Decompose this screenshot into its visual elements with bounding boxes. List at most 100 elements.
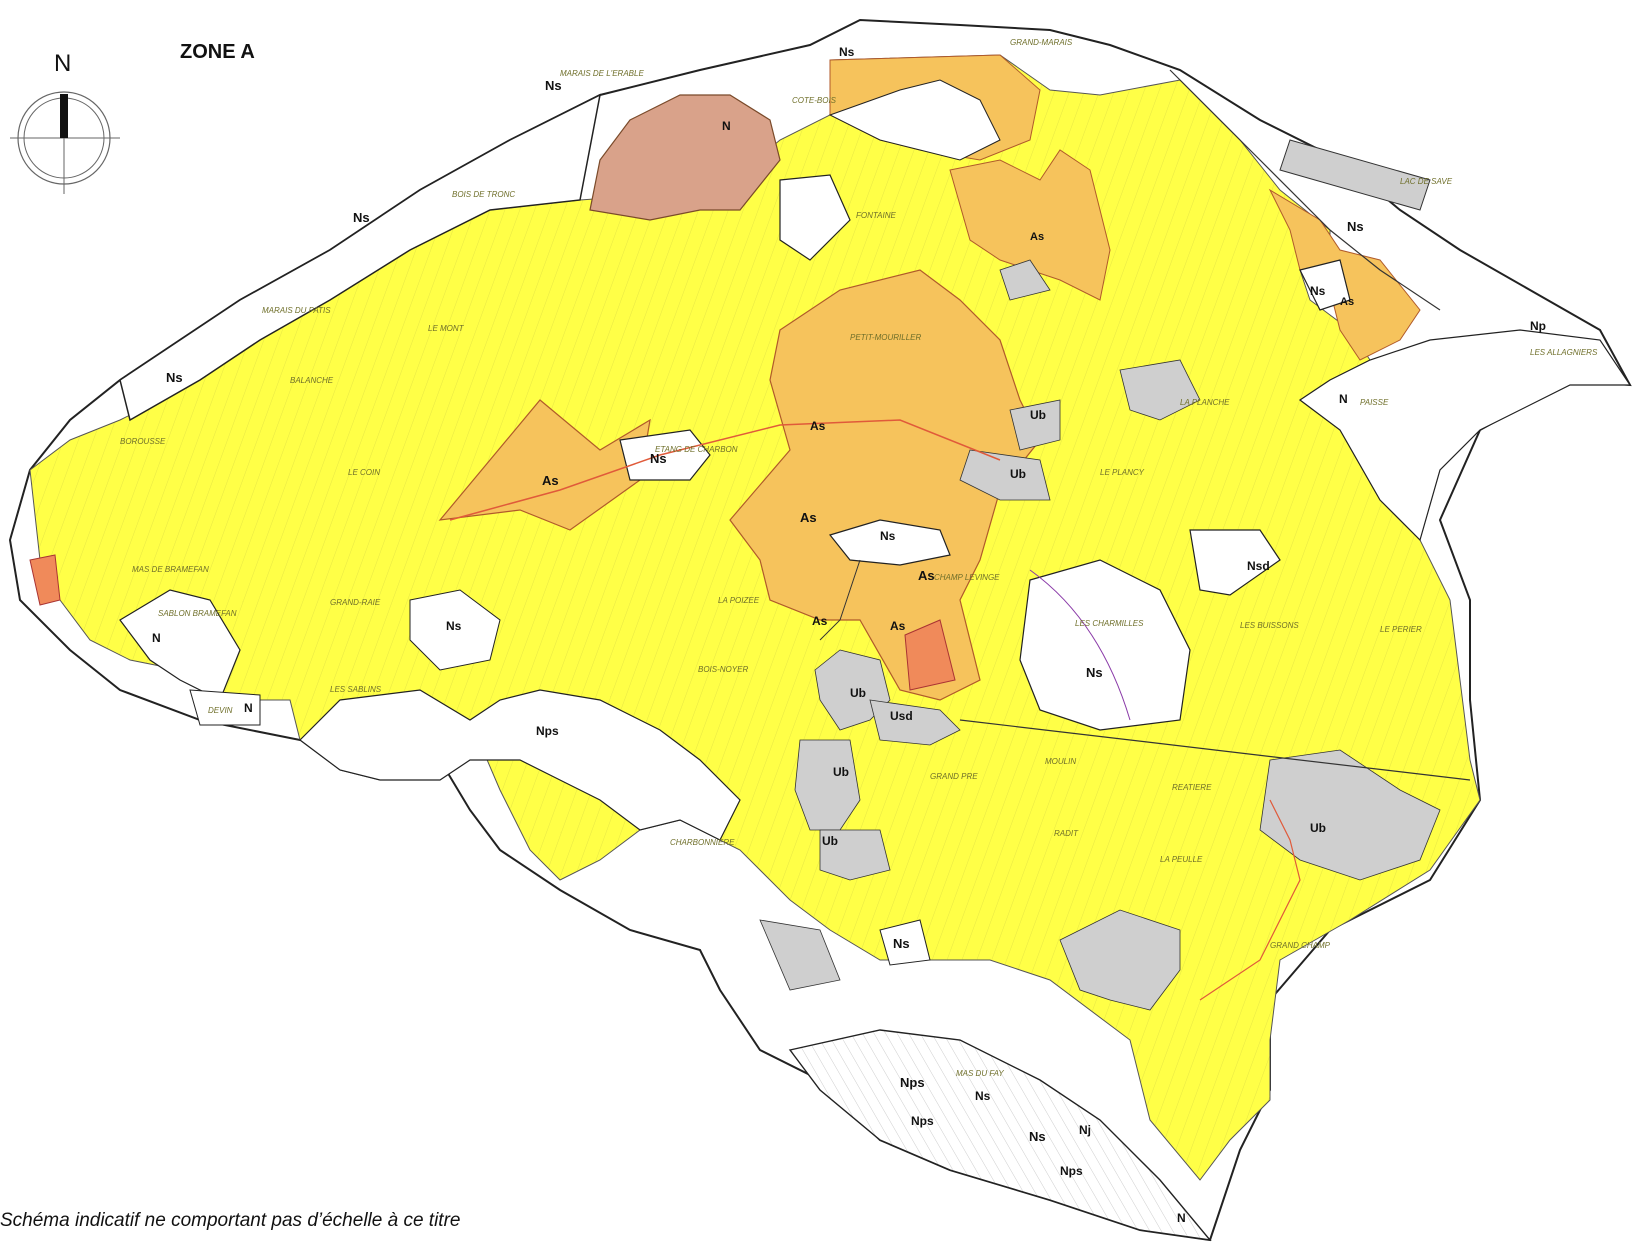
place-label-la-poizee: LA POIZEE bbox=[718, 596, 760, 605]
place-label-petit-mouriller: PETIT-MOURILLER bbox=[850, 333, 921, 342]
place-label-la-peulle: LA PEULLE bbox=[1160, 855, 1203, 864]
place-label-grand-marais: GRAND-MARAIS bbox=[1010, 38, 1073, 47]
zone-label-nps-3: Nps bbox=[911, 1114, 934, 1128]
lac-de-save bbox=[1279, 139, 1431, 211]
zone-red-center bbox=[904, 619, 956, 691]
south-parcel-lines bbox=[790, 1030, 1210, 1240]
place-label-champ-levinge: CHAMP LEVINGE bbox=[934, 573, 1000, 582]
place-label-reatiere: REATIERE bbox=[1172, 783, 1212, 792]
red-line-east bbox=[1199, 799, 1301, 1001]
place-label-n-paisse-place: PAISSE bbox=[1360, 398, 1389, 407]
zone-label-ns-charbon: Ns bbox=[650, 451, 667, 466]
zone-label-ns-lac: Ns bbox=[1347, 219, 1364, 234]
place-label-la-planche: LA PLANCHE bbox=[1180, 398, 1230, 407]
zone-As-central bbox=[729, 269, 1041, 701]
purple-line bbox=[1029, 569, 1131, 721]
zone-N-central-west bbox=[409, 589, 501, 671]
zone-As-north2 bbox=[949, 149, 1111, 301]
zone-Ns-fontaine bbox=[779, 174, 851, 261]
zone-brown bbox=[589, 94, 781, 221]
place-label-les-charmilles: LES CHARMILLES bbox=[1075, 619, 1144, 628]
zone-Ns-east-pocket bbox=[1299, 259, 1351, 311]
place-label-marais-erable: MARAIS DE L'ERABLE bbox=[560, 69, 644, 78]
place-label-mas-du-fay: MAS DU FAY bbox=[956, 1069, 1004, 1078]
zone-label-nj: Nj bbox=[1079, 1123, 1091, 1137]
zone-label-nps-2: Nps bbox=[900, 1075, 925, 1090]
red-line bbox=[449, 419, 1001, 521]
place-label-grand-raie: GRAND-RAIE bbox=[330, 598, 381, 607]
scale-caption: Schéma indicatif ne comportant pas d’éch… bbox=[0, 1210, 461, 1231]
place-label-lac-save: LAC DE SAVE bbox=[1400, 177, 1453, 186]
zone-label-ub-1: Ub bbox=[1030, 408, 1046, 422]
place-label-bois-tronc: BOIS DE TRONC bbox=[452, 190, 515, 199]
zone-label-ns-west: Ns bbox=[166, 370, 183, 385]
place-label-le-mont: LE MONT bbox=[428, 324, 465, 333]
zone-label-ns-charmilles: Ns bbox=[1086, 665, 1103, 680]
place-label-devin: DEVIN bbox=[208, 706, 233, 715]
zone-label-as-center3: As bbox=[918, 568, 935, 583]
parcel-lines bbox=[30, 55, 1480, 1180]
zone-Nsd bbox=[1189, 529, 1281, 596]
zone-label-n-sablon: N bbox=[152, 631, 161, 645]
zone-N-devin bbox=[189, 689, 261, 726]
place-label-etang-charbon: ETANG DE CHARBON bbox=[655, 445, 738, 454]
compass-rose bbox=[0, 34, 165, 234]
urban-areas bbox=[759, 259, 1441, 1011]
place-label-grand-champ: GRAND CHAMP bbox=[1270, 941, 1331, 950]
zone-label-nps-4: Nps bbox=[1060, 1164, 1083, 1178]
place-label-mas-bramefan: MAS DE BRAMEFAN bbox=[132, 565, 209, 574]
zone-label-ub-4: Ub bbox=[833, 765, 849, 779]
place-label-borousse: BOROUSSE bbox=[120, 437, 166, 446]
zone-As-east bbox=[1268, 188, 1421, 361]
zone-Ns-rescor bbox=[828, 519, 951, 566]
zone-label-as-center1: As bbox=[810, 419, 826, 433]
zone-label-nsd: Nsd bbox=[1247, 559, 1270, 573]
north-letter: N bbox=[54, 50, 72, 77]
zone-label-ns-mid: Ns bbox=[893, 936, 910, 951]
zone-label-ns-top: Ns bbox=[839, 45, 855, 59]
place-label-les-allagniers: LES ALLAGNIERS bbox=[1530, 348, 1598, 357]
zone-label-as-center2: As bbox=[800, 510, 817, 525]
road-3 bbox=[819, 559, 861, 641]
place-label-le-perier: LE PERIER bbox=[1380, 625, 1422, 634]
place-label-moulin: MOULIN bbox=[1045, 757, 1076, 766]
place-label-sablon: SABLON BRAMEFAN bbox=[158, 609, 237, 618]
place-label-charbonniere: CHARBONNIERE bbox=[670, 838, 735, 847]
place-label-balanche: BALANCHE bbox=[290, 376, 334, 385]
zone-label-as-east2: As bbox=[1030, 231, 1044, 243]
zone-label-as-west: As bbox=[542, 473, 559, 488]
zone-label-as-center5: As bbox=[890, 619, 906, 633]
road-2 bbox=[1169, 69, 1441, 311]
place-label-bois-noyer: BOIS-NOYER bbox=[698, 665, 748, 674]
zone-N-sablon bbox=[119, 589, 241, 701]
zone-label-as-center4: As bbox=[812, 614, 828, 628]
place-label-grand-pre: GRAND PRE bbox=[930, 772, 978, 781]
zone-label-n-south: N bbox=[1177, 1211, 1186, 1225]
zone-label-ns-south2: Ns bbox=[975, 1089, 991, 1103]
zone-Ns-mid bbox=[879, 919, 931, 966]
zone-label-ns-south: Ns bbox=[1029, 1129, 1046, 1144]
zone-label-n-devin: N bbox=[244, 701, 253, 715]
zone-N-top bbox=[828, 79, 1001, 161]
zone-label-ns-marais: Ns bbox=[545, 78, 562, 93]
place-label-le-coin: LE COIN bbox=[348, 468, 380, 477]
zone-label-n-cote: N bbox=[722, 119, 731, 133]
place-label-le-plancy: LE PLANCY bbox=[1100, 468, 1145, 477]
place-label-radit: RADIT bbox=[1054, 829, 1079, 838]
zone-Ns-charmilles bbox=[1019, 559, 1191, 731]
zone-Ns-charbon bbox=[619, 429, 711, 481]
zone-label-n-paisse: N bbox=[1339, 392, 1348, 406]
place-label-fontaine: FONTAINE bbox=[856, 211, 897, 220]
zone-label-ub-3: Ub bbox=[850, 686, 866, 700]
zone-label-nps-1: Nps bbox=[536, 724, 559, 738]
place-label-les-sablins: LES SABLINS bbox=[330, 685, 382, 694]
zone-label-ns-pont: Ns bbox=[446, 619, 462, 633]
zone-label-usd: Usd bbox=[890, 709, 913, 723]
place-labels: MARAIS DE L'ERABLEGRAND-MARAISCOTE-BOISB… bbox=[120, 38, 1598, 1078]
road-1 bbox=[959, 719, 1471, 781]
place-label-les-buissons: LES BUISSONS bbox=[1240, 621, 1299, 630]
zone-label-ns-tronc: Ns bbox=[353, 210, 370, 225]
